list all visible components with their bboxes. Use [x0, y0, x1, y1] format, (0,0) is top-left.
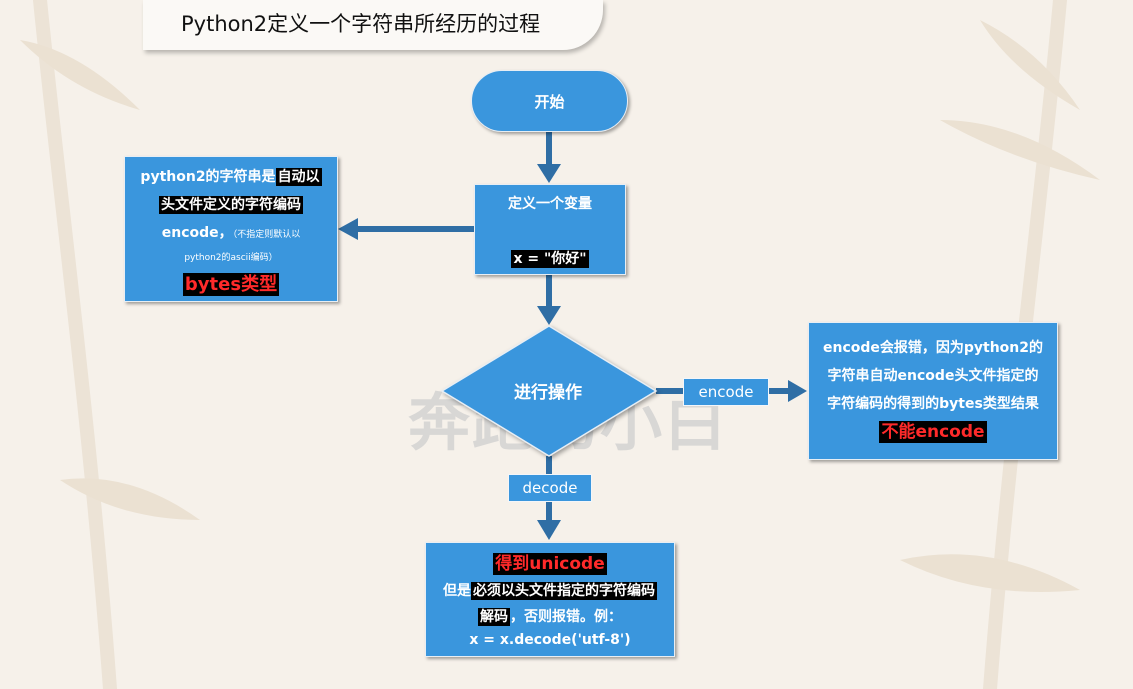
decode-result-node: 得到unicode 但是必须以头文件指定的字符编码 解码，否则报错。例： x =…: [425, 542, 675, 657]
left-line3-note: （不指定则默认以: [232, 230, 301, 240]
define-code: x = "你好": [511, 250, 589, 268]
bottom-code-example: x = x.decode('utf-8'): [469, 632, 631, 648]
arrowhead: [788, 380, 807, 402]
define-variable-node: 定义一个变量 x = "你好": [474, 184, 626, 275]
encode-edge-label: encode: [683, 378, 769, 406]
right-cannot-encode: 不能encode: [879, 421, 987, 443]
arrowhead: [338, 218, 358, 240]
title-bar: Python2定义一个字符串所经历的过程: [143, 0, 603, 50]
arrowhead: [537, 520, 561, 540]
right-line2: 字符串自动encode头文件指定的: [827, 368, 1039, 384]
left-bytes-type: bytes类型: [182, 273, 280, 296]
arrowhead: [537, 306, 561, 325]
bottom-line3-text: ，否则报错。例：: [510, 609, 622, 625]
left-line4-note: python2的ascii编码）: [184, 253, 278, 263]
start-node: 开始: [471, 70, 628, 132]
left-line1-text: python2的字符串是: [140, 169, 276, 185]
right-line3: 字符编码的得到的bytes类型结果: [827, 396, 1039, 412]
left-line2-highlight: 头文件定义的字符编码: [159, 196, 303, 214]
encode-error-node: encode会报错，因为python2的 字符串自动encode头文件指定的 字…: [808, 322, 1058, 460]
operation-diamond: [440, 325, 658, 457]
python2-string-node: python2的字符串是自动以 头文件定义的字符编码 encode，（不指定则默…: [124, 156, 338, 302]
arrowhead: [537, 164, 561, 183]
bottom-get-unicode: 得到unicode: [493, 553, 607, 575]
bottom-line2-text: 但是: [443, 583, 471, 599]
bottom-line2-highlight: 必须以头文件指定的字符编码: [471, 582, 657, 600]
start-label: 开始: [534, 92, 565, 111]
title-prefix: Python2: [181, 12, 268, 36]
bottom-line3-highlight: 解码: [478, 608, 510, 626]
page-title: Python2定义一个字符串所经历的过程: [181, 8, 540, 38]
left-line3-text: encode，: [161, 225, 233, 241]
decode-edge-label: decode: [508, 474, 592, 502]
left-line1-highlight: 自动以: [275, 168, 322, 186]
title-text: 定义一个字符串所经历的过程: [267, 12, 541, 36]
right-line1: encode会报错，因为python2的: [822, 340, 1044, 356]
operation-label: 进行操作: [514, 383, 582, 403]
define-label: 定义一个变量: [508, 196, 592, 212]
